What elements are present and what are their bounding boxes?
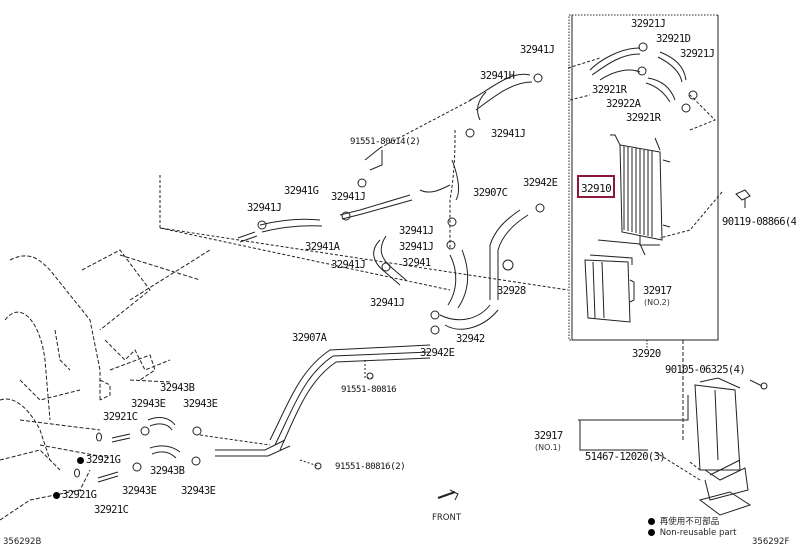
label-text: 32921G bbox=[86, 454, 121, 466]
highlighted-part-box: 32910 bbox=[577, 175, 616, 198]
label-32910[interactable]: 32910 bbox=[581, 182, 612, 195]
label-32921R[interactable]: 32921R bbox=[592, 84, 627, 96]
label-32921D[interactable]: 32921D bbox=[656, 33, 691, 45]
hoses-top bbox=[589, 42, 698, 113]
label-90105-06325[interactable]: 90105-06325(4) bbox=[665, 364, 746, 376]
label-32943E[interactable]: 32943E bbox=[181, 485, 216, 497]
label-91551-80816-2[interactable]: 91551-80816(2) bbox=[335, 462, 406, 472]
label-32943B[interactable]: 32943B bbox=[150, 465, 185, 477]
front-direction-label: FRONT bbox=[432, 513, 462, 523]
label-32941J[interactable]: 32941J bbox=[247, 202, 282, 214]
label-32907A[interactable]: 32907A bbox=[292, 332, 327, 344]
label-text: 32921G bbox=[62, 489, 97, 501]
bracket-32917-no2 bbox=[584, 239, 646, 323]
label-32943E[interactable]: 32943E bbox=[122, 485, 157, 497]
label-32942E[interactable]: 32942E bbox=[523, 177, 558, 189]
assembly-32920-outline bbox=[568, 14, 719, 348]
oil-cooler-32910 bbox=[610, 134, 671, 246]
non-reusable-dot-icon bbox=[77, 457, 84, 464]
label-32941J[interactable]: 32941J bbox=[520, 44, 555, 56]
label-32941A[interactable]: 32941A bbox=[305, 241, 340, 253]
legend-item-english: Non-reusable part bbox=[648, 528, 736, 538]
label-32941[interactable]: 32941 bbox=[402, 257, 431, 269]
filled-dot-icon bbox=[648, 529, 655, 536]
label-32907C[interactable]: 32907C bbox=[473, 187, 508, 199]
label-32941J[interactable]: 32941J bbox=[370, 297, 405, 309]
label-32941H[interactable]: 32941H bbox=[480, 70, 515, 82]
clamps bbox=[74, 73, 545, 483]
label-32917-no2[interactable]: 32917 bbox=[643, 285, 672, 297]
label-32943E[interactable]: 32943E bbox=[131, 398, 166, 410]
label-32941J[interactable]: 32941J bbox=[399, 225, 434, 237]
label-32941G[interactable]: 32941G bbox=[284, 185, 319, 197]
label-32921G[interactable]: 32921G bbox=[77, 454, 121, 466]
label-91551-80614[interactable]: 91551-80614(2) bbox=[350, 137, 421, 147]
bracket-32917-no1 bbox=[578, 377, 768, 516]
label-32921C[interactable]: 32921C bbox=[94, 504, 129, 516]
legend-text: Non-reusable part bbox=[659, 528, 737, 538]
label-91551-80816[interactable]: 91551-80816 bbox=[341, 385, 397, 395]
label-32942[interactable]: 32942 bbox=[456, 333, 485, 345]
label-32941J[interactable]: 32941J bbox=[399, 241, 434, 253]
label-32917-no1[interactable]: 32917 bbox=[534, 430, 563, 442]
label-32941J[interactable]: 32941J bbox=[491, 128, 526, 140]
label-32921C[interactable]: 32921C bbox=[103, 411, 138, 423]
label-32943B[interactable]: 32943B bbox=[160, 382, 195, 394]
filled-dot-icon bbox=[648, 518, 655, 525]
label-32922A[interactable]: 32922A bbox=[606, 98, 641, 110]
label-90119-08866[interactable]: 90119-08866(4) bbox=[722, 216, 796, 228]
label-32941J[interactable]: 32941J bbox=[331, 191, 366, 203]
label-32928[interactable]: 32928 bbox=[497, 285, 526, 297]
label-51467-12020[interactable]: 51467-12020(3) bbox=[585, 451, 666, 463]
label-32921G[interactable]: 32921G bbox=[53, 489, 97, 501]
image-code-left: 356292B bbox=[3, 537, 42, 547]
legend-item-japanese: 再使用不可部品 bbox=[648, 515, 719, 527]
label-32942E[interactable]: 32942E bbox=[420, 347, 455, 359]
label-32917-no2-sub: (NO.2) bbox=[644, 298, 670, 307]
label-32920[interactable]: 32920 bbox=[632, 348, 661, 360]
image-code-right: 356292F bbox=[752, 537, 790, 547]
legend-text: 再使用不可部品 bbox=[659, 517, 720, 527]
label-32921J[interactable]: 32921J bbox=[631, 18, 666, 30]
non-reusable-dot-icon bbox=[53, 492, 60, 499]
label-32941J[interactable]: 32941J bbox=[331, 259, 366, 271]
tubes-main bbox=[147, 73, 533, 467]
label-32921R[interactable]: 32921R bbox=[626, 112, 661, 124]
label-32917-no1-sub: (NO.1) bbox=[535, 443, 561, 452]
label-32921J[interactable]: 32921J bbox=[680, 48, 715, 60]
transmission-outline bbox=[0, 249, 211, 521]
label-32943E[interactable]: 32943E bbox=[183, 398, 218, 410]
